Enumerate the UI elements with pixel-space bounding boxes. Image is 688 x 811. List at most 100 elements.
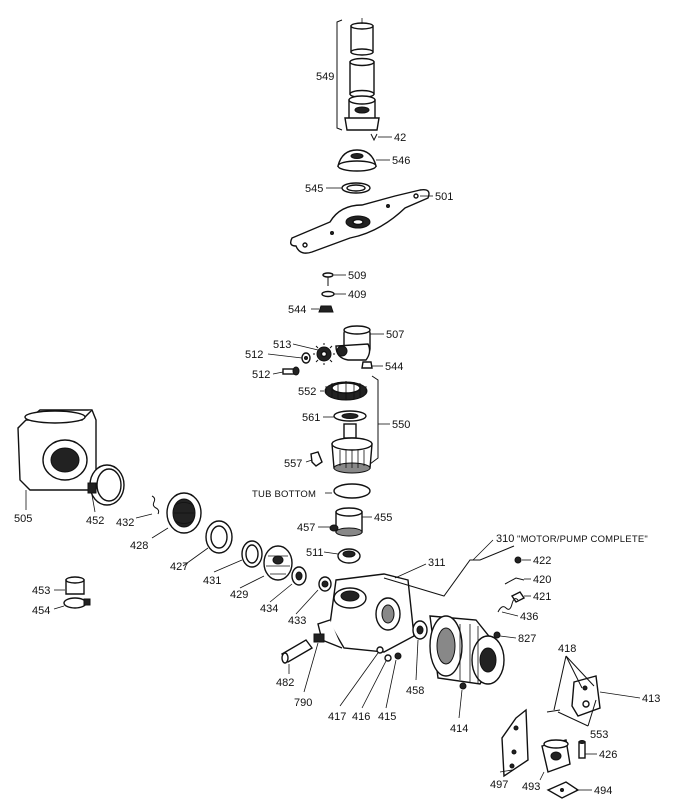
screw-414 (458, 682, 467, 719)
tube-assembly-549 (336, 18, 380, 131)
part-label-420: 420 (533, 574, 551, 586)
fitting-790 (303, 633, 325, 693)
part-label-549: 549 (316, 71, 334, 83)
part-label-561: 561 (302, 412, 320, 424)
part-label-493: 493 (522, 781, 540, 793)
part-label-544-lower: 544 (385, 361, 403, 373)
tub-bottom-caption: TUB BOTTOM (252, 489, 316, 500)
nut-415 (385, 652, 402, 709)
part-label-453: 453 (32, 585, 50, 597)
washer-512-upper (267, 352, 311, 364)
part-label-427: 427 (170, 561, 188, 573)
part-label-429: 429 (230, 589, 248, 601)
bracket-420 (504, 577, 531, 585)
screw-512-lower (272, 366, 300, 376)
part-label-457: 457 (297, 522, 315, 534)
part-label-426: 426 (599, 749, 617, 761)
manifold-507 (335, 325, 384, 361)
part-label-557: 557 (284, 458, 302, 470)
washer-417 (339, 646, 384, 707)
spring-436 (497, 598, 519, 617)
clamp-452 (87, 464, 125, 513)
part-label-421: 421 (533, 591, 551, 603)
part-label-310-prefix: 310 (496, 533, 514, 545)
part-label-505: 505 (14, 513, 32, 525)
part-label-509: 509 (348, 270, 366, 282)
spray-arm-501 (289, 188, 433, 254)
plate-494 (546, 781, 592, 799)
tub-bottom-ring (325, 483, 371, 499)
seal-457 (318, 524, 339, 532)
part-label-416: 416 (352, 711, 370, 723)
cover-429 (239, 545, 293, 589)
part-label-546: 546 (392, 155, 410, 167)
part-label-507: 507 (386, 329, 404, 341)
part-label-417: 417 (328, 711, 346, 723)
nut-434 (269, 566, 307, 603)
ring-427 (182, 520, 233, 567)
part-label-432: 432 (116, 517, 134, 529)
nut-511 (323, 548, 361, 564)
part-label-497: 497 (490, 779, 508, 791)
part-label-494: 494 (594, 785, 612, 797)
part-label-552: 552 (298, 386, 316, 398)
clip-553 (546, 699, 597, 727)
gasket-458 (412, 620, 428, 681)
part-label-413: 413 (642, 693, 660, 705)
impeller-428 (151, 492, 202, 539)
pin-42 (370, 133, 392, 142)
part-label-511: 511 (306, 547, 324, 559)
motor-310 (383, 539, 515, 685)
part-label-482: 482 (276, 677, 294, 689)
spring-432 (135, 495, 160, 519)
gear-513 (292, 343, 335, 365)
part-label-454: 454 (32, 605, 50, 617)
part-label-428: 428 (130, 540, 148, 552)
washer-561 (323, 410, 367, 422)
part-label-455: 455 (374, 512, 392, 524)
ring-431 (213, 540, 263, 573)
part-label-452: 452 (86, 515, 104, 527)
gear-ring-552 (320, 381, 368, 401)
bracket-413 (553, 655, 641, 717)
part-label-422: 422 (533, 555, 551, 567)
part-label-436: 436 (520, 611, 538, 623)
part-label-433: 433 (288, 615, 306, 627)
clip-421 (510, 591, 531, 603)
part-label-501: 501 (435, 191, 453, 203)
screw-827 (493, 631, 517, 639)
part-label-431: 431 (203, 575, 221, 587)
part-label-512-lower: 512 (252, 369, 270, 381)
part-label-414: 414 (450, 723, 468, 735)
part-label-418: 418 (558, 643, 576, 655)
pin-426 (578, 740, 597, 759)
ring-545 (326, 182, 371, 194)
part-label-550: 550 (392, 419, 410, 431)
solenoid-493 (539, 739, 571, 781)
filter-housing-505 (17, 409, 97, 510)
nut-544-lower (361, 361, 383, 369)
turbine-housing-550 (331, 375, 390, 474)
part-label-545: 545 (305, 183, 323, 195)
clip-557 (305, 451, 323, 467)
coupling-455 (335, 507, 372, 537)
part-label-42: 42 (394, 132, 406, 144)
part-label-311: 311 (428, 557, 446, 569)
part-label-458: 458 (406, 685, 424, 697)
part-label-553: 553 (590, 729, 608, 741)
part-label-513: 513 (273, 339, 291, 351)
part-label-544-upper: 544 (288, 304, 306, 316)
cap-433 (295, 576, 332, 615)
nut-544-upper (311, 305, 334, 313)
motor-pump-caption: "MOTOR/PUMP COMPLETE" (517, 534, 648, 545)
screw-509-washer-409 (321, 272, 346, 298)
part-label-827: 827 (518, 633, 536, 645)
part-label-790: 790 (294, 697, 312, 709)
washer-416 (361, 654, 392, 709)
hose-482 (280, 639, 314, 674)
clamp-454 (53, 597, 91, 610)
part-label-512-upper: 512 (245, 349, 263, 361)
cap-546 (337, 149, 390, 172)
part-label-409: 409 (348, 289, 366, 301)
